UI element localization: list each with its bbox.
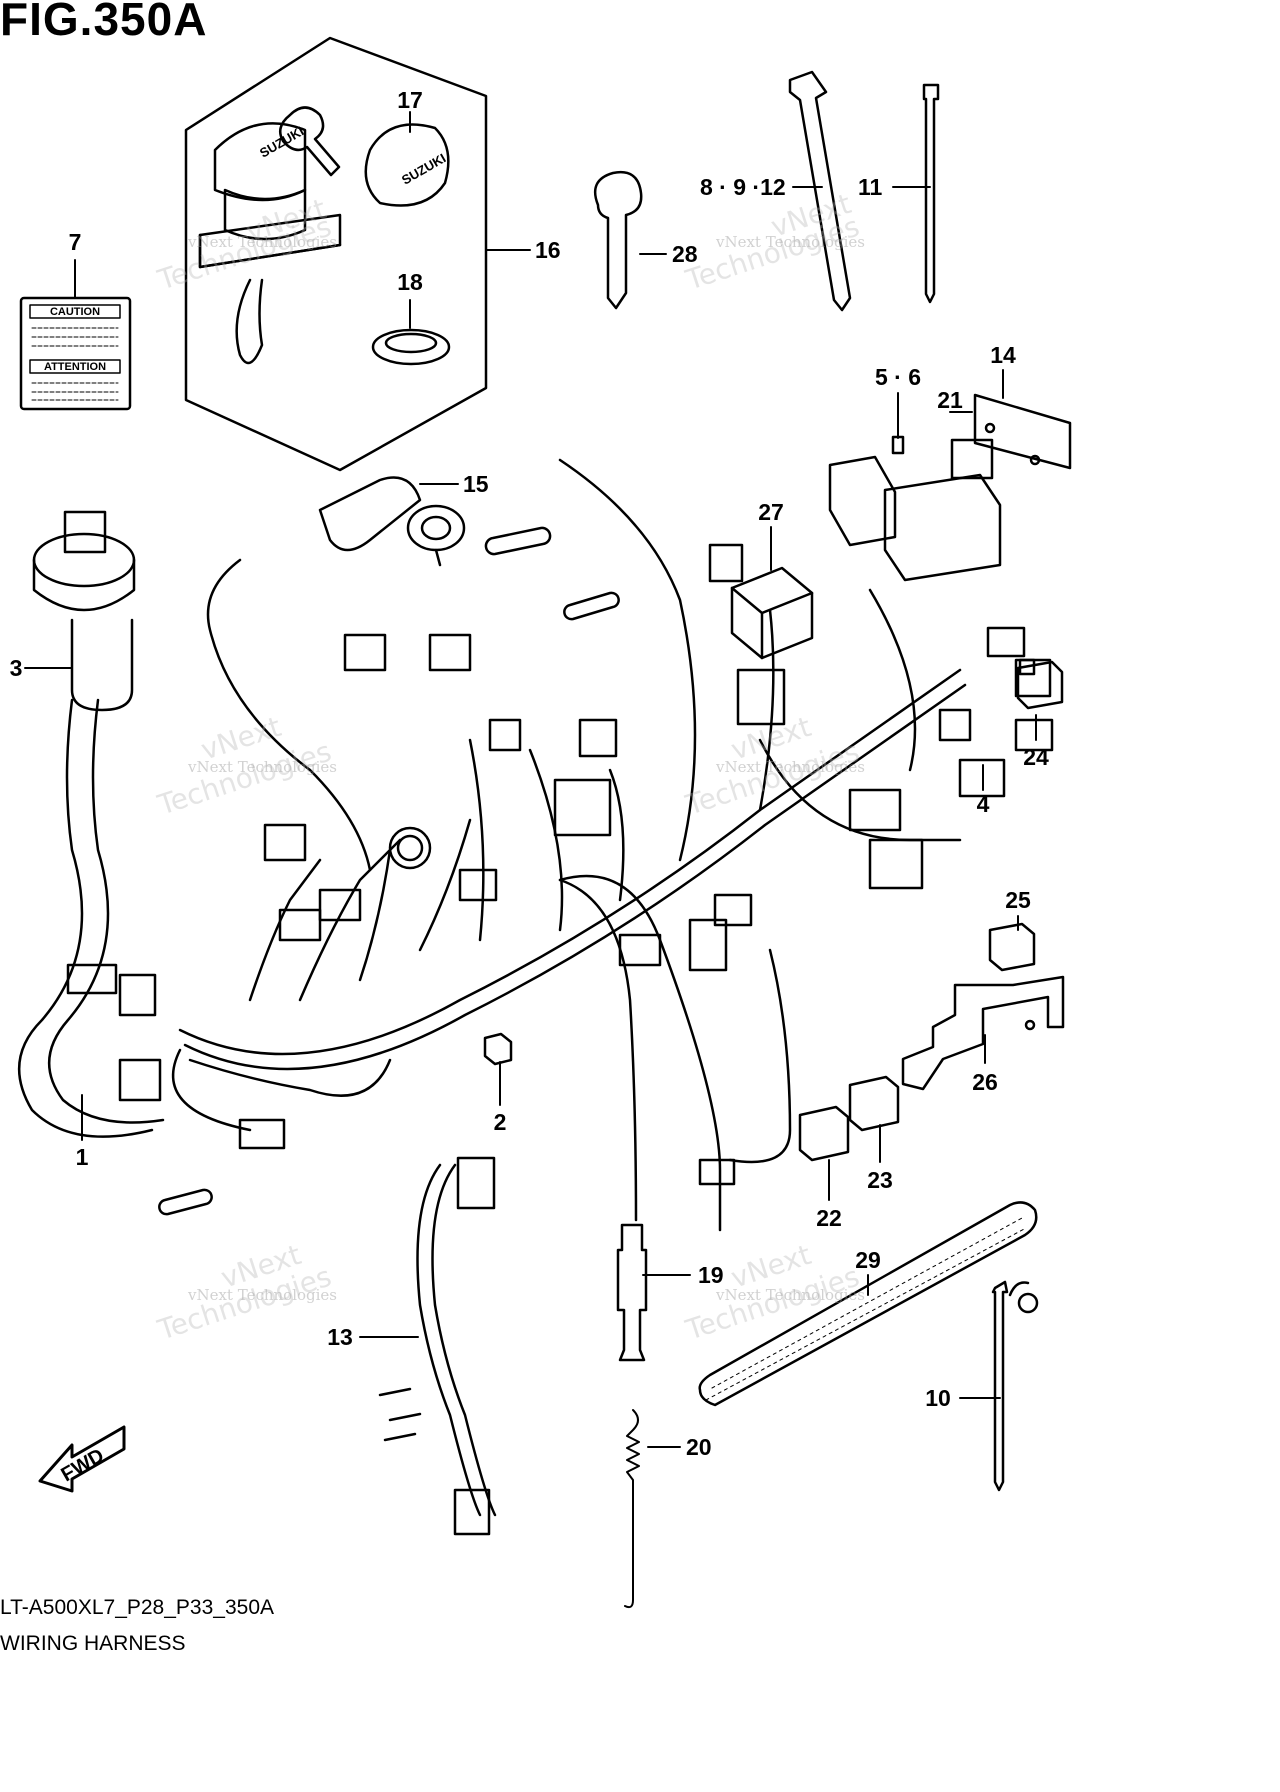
callout-10: 10 [925,1385,951,1411]
harness-3 [17,510,165,1138]
cable-ties [788,70,940,312]
callout-5-6: 5 · 6 [875,364,921,390]
callout-7: 7 [69,229,82,255]
callout-18: 18 [397,269,423,295]
callout-28: 28 [672,241,698,267]
ignition-switch-group [184,36,488,472]
brand-on-cap: SUZUKI [399,150,448,187]
callout-23: 23 [867,1167,893,1193]
watermark-5: vNext Technologies [187,1286,337,1304]
callout-1: 1 [76,1144,89,1170]
callout-8-9-12: 8 · 9 ·12 [700,174,786,200]
ignition-coil-15 [318,476,466,567]
watermark-1: vNext Technologies [187,233,337,251]
watermark-6: vNext Technologies [715,1286,865,1304]
main-wiring-harness [66,458,1054,1232]
fuse-box [828,393,1072,582]
callout-22: 22 [816,1205,842,1231]
callout-26: 26 [972,1069,998,1095]
couplers [483,660,1064,1162]
caution-text: CAUTION [50,306,100,318]
callout-17: 17 [397,87,423,113]
leader-lines [24,111,1037,1448]
callout-4: 4 [977,791,990,817]
callout-2: 2 [494,1109,507,1135]
spring-20 [624,1409,640,1609]
callout-29: 29 [855,1247,881,1273]
callout-16: 16 [535,237,561,263]
callouts: 7 17 18 16 15 28 8 · 9 ·12 11 5 · 6 21 1… [10,87,1049,1460]
watermark-2: vNext Technologies [715,233,865,251]
callout-27: 27 [758,499,784,525]
callout-25: 25 [1005,887,1031,913]
watermarks: vNext Technologies vNext Technologies vN… [153,187,865,1347]
oxygen-sensor-19 [558,878,648,1362]
callout-15: 15 [463,471,489,497]
relay-27 [730,566,814,660]
callout-24: 24 [1023,744,1049,770]
callout-3: 3 [10,655,23,681]
watermark-3: vNext Technologies [187,758,337,776]
clamp-10 [991,1280,1039,1492]
callout-21: 21 [937,387,963,413]
watermark-4: vNext Technologies [715,758,865,776]
conduit-29 [698,1201,1038,1407]
attention-text: ATTENTION [44,361,106,373]
fwd-arrow-icon: FWD [38,1425,126,1493]
callout-13: 13 [327,1324,353,1350]
spare-key [593,170,643,310]
figure-title: FIG.350A [0,0,208,45]
callout-20: 20 [686,1434,712,1460]
callout-19: 19 [698,1262,724,1288]
sub-harness-13 [378,1156,497,1536]
callout-14: 14 [990,342,1016,368]
model-code: LT-A500XL7_P28_P33_350A [0,1596,275,1619]
bracket-26 [901,975,1065,1091]
callout-11: 11 [858,174,883,200]
figure-caption: WIRING HARNESS [0,1632,186,1655]
